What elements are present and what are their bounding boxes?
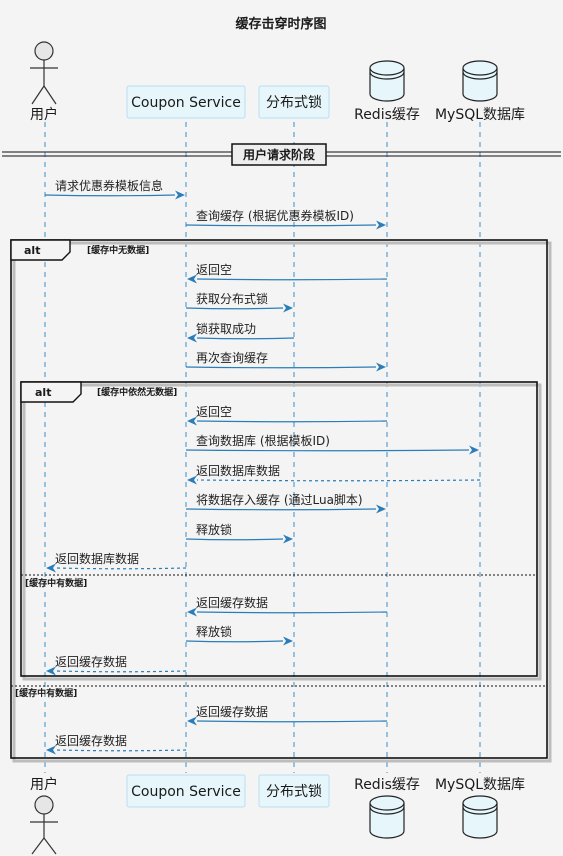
participant-label: Redis缓存 (354, 777, 420, 793)
alt-keyword: alt (35, 386, 51, 399)
message-label: 查询缓存 (根据优惠券模板ID) (196, 208, 354, 223)
database-icon (369, 60, 405, 102)
alt-keyword: alt (24, 244, 40, 257)
diagram-title: 缓存击穿时序图 (235, 16, 326, 32)
database-icon (369, 795, 405, 839)
else-guard: [缓存中有数据] (25, 577, 87, 589)
message-arrow: 请求优惠券模板信息 (44, 178, 185, 200)
participant-label: 用户 (30, 776, 58, 793)
actor-icon (30, 41, 58, 105)
message-label: 返回数据库数据 (196, 463, 280, 478)
message-arrow: 返回缓存数据 (46, 654, 187, 676)
message-arrow: 返回缓存数据 (187, 595, 388, 617)
message-arrow: 返回数据库数据 (46, 551, 187, 573)
message-label: 锁获取成功 (196, 321, 256, 336)
message-arrow: 再次查询缓存 (185, 351, 386, 372)
message-label: 返回空 (196, 263, 232, 277)
message-arrow: 返回缓存数据 (46, 733, 187, 755)
participant-mysql-top: MySQL数据库 (435, 60, 525, 123)
message-label: 返回缓存数据 (196, 704, 268, 719)
alt-fragment-inner: alt [缓存中依然无数据] [缓存中有数据] (20, 381, 542, 681)
participant-redis-top: Redis缓存 (354, 60, 420, 123)
participant-label: Redis缓存 (354, 107, 420, 123)
participant-label: Coupon Service (131, 784, 241, 800)
message-arrow: 查询数据库 (根据模板ID) (185, 433, 479, 455)
message-arrow: 将数据存入缓存 (通过Lua脚本) (185, 492, 386, 514)
alt-guard: [缓存中依然无数据] (97, 386, 177, 398)
participant-mysql-bottom: MySQL数据库 (435, 777, 525, 839)
message-arrow: 获取分布式锁 (185, 291, 293, 313)
participant-distributed-lock-top: 分布式锁 (258, 85, 330, 119)
participant-label: MySQL数据库 (435, 107, 525, 123)
message-label: 释放锁 (196, 624, 232, 639)
message-label: 将数据存入缓存 (通过Lua脚本) (196, 492, 363, 507)
message-label: 再次查询缓存 (196, 351, 268, 365)
else-guard: [缓存中有数据] (15, 687, 77, 699)
message-label: 返回缓存数据 (196, 595, 268, 610)
message-label: 释放锁 (196, 522, 232, 537)
actor-icon (30, 795, 58, 855)
message-arrow: 查询缓存 (根据优惠券模板ID) (185, 208, 386, 230)
alt-guard: [缓存中无数据] (87, 244, 149, 256)
message-label: 返回数据库数据 (55, 551, 139, 566)
message-label: 获取分布式锁 (196, 291, 268, 306)
message-arrow: 释放锁 (185, 522, 293, 544)
participant-coupon-service-bottom: Coupon Service (126, 774, 246, 808)
message-label: 查询数据库 (根据模板ID) (196, 433, 330, 448)
participant-label: Coupon Service (131, 95, 241, 111)
message-arrow: 锁获取成功 (187, 321, 295, 343)
message-arrow: 返回数据库数据 (187, 463, 481, 485)
participant-label: 分布式锁 (266, 95, 322, 111)
message-arrow: 返回空 (187, 263, 388, 284)
participant-coupon-service-top: Coupon Service (126, 85, 246, 119)
alt-fragment-outer: alt [缓存中无数据] [缓存中有数据] (10, 239, 552, 763)
phase-divider: 用户请求阶段 (2, 143, 561, 166)
participant-distributed-lock-bottom: 分布式锁 (258, 774, 330, 808)
participant-label: 用户 (30, 106, 58, 123)
participant-user-bottom: 用户 (30, 776, 58, 855)
message-arrow: 返回空 (187, 405, 388, 426)
message-label: 返回缓存数据 (55, 654, 127, 669)
database-icon (462, 795, 498, 839)
message-label: 请求优惠券模板信息 (55, 178, 163, 193)
message-arrow: 释放锁 (185, 624, 293, 646)
message-label: 返回空 (196, 405, 232, 419)
participant-label: MySQL数据库 (435, 777, 525, 793)
phase-divider-label: 用户请求阶段 (242, 147, 316, 162)
participant-user-top: 用户 (30, 41, 58, 123)
participant-label: 分布式锁 (266, 784, 322, 800)
message-label: 返回缓存数据 (55, 733, 127, 748)
database-icon (462, 60, 498, 102)
participant-redis-bottom: Redis缓存 (354, 777, 420, 839)
message-arrow: 返回缓存数据 (187, 704, 388, 726)
